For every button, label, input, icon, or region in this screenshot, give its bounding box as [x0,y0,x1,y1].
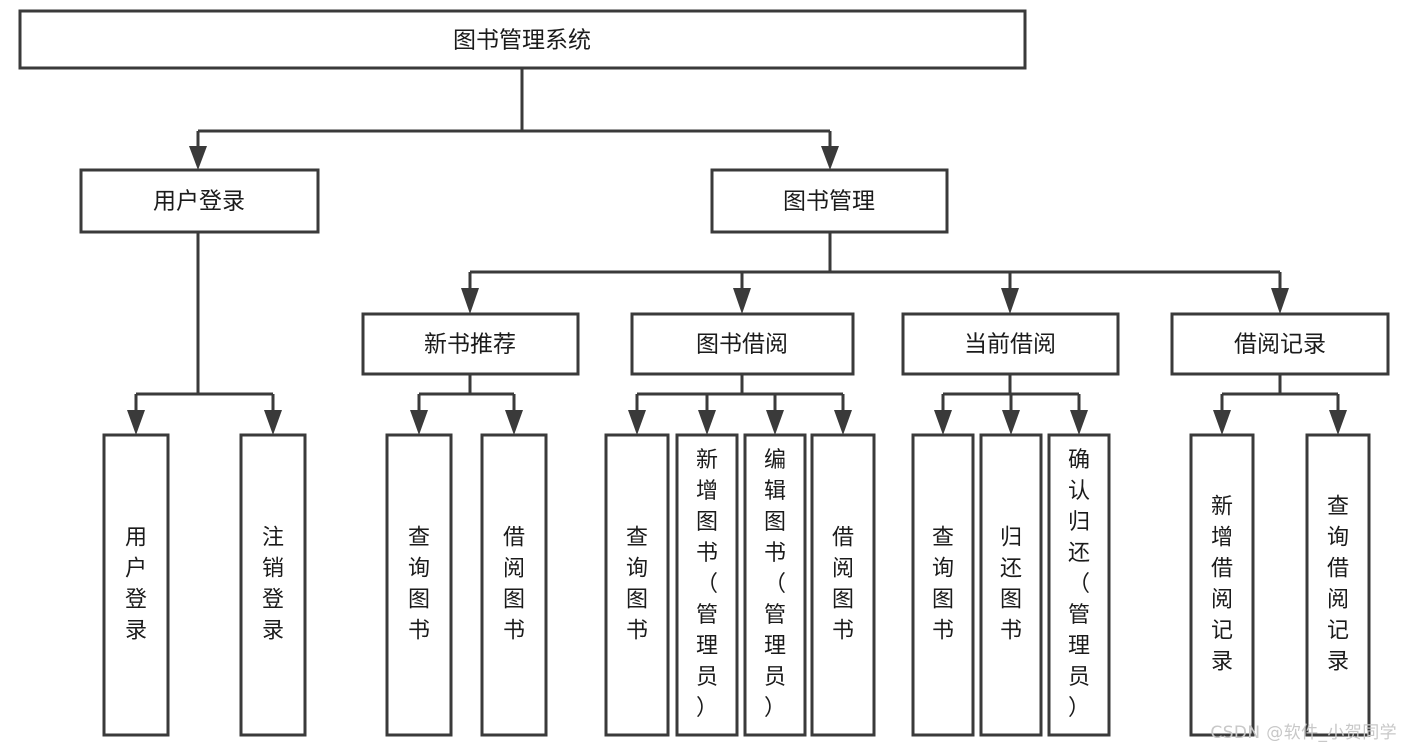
leaf-current-confirm-return[interactable]: 确认归还（管理员） [1047,433,1111,737]
node-root-label: 图书管理系统 [453,28,591,54]
leaf-record-add[interactable]: 新增借阅记录 [1189,433,1255,737]
leaf-borrow-query-book-label: 查询图书 [626,526,648,644]
node-current-borrow-label: 当前借阅 [964,332,1056,358]
node-borrow-record[interactable]: 借阅记录 [1170,312,1390,376]
connector-currentborrow-to-leaves [934,374,1088,435]
node-borrow-record-label: 借阅记录 [1234,332,1326,358]
node-new-book-recommend-label: 新书推荐 [424,332,516,358]
connector-root-to-level2 [189,68,839,170]
connector-userlogin-to-leaves [127,232,282,435]
leaf-new-book-query-label: 查询图书 [408,526,430,644]
connector-borrowbook-to-leaves [628,374,852,435]
leaf-current-return-book-label: 归还图书 [1000,526,1022,644]
leaf-record-add-label: 新增借阅记录 [1211,495,1233,675]
leaf-borrow-edit-book[interactable]: 编辑图书（管理员） [743,433,807,737]
node-user-login-label: 用户登录 [153,189,245,215]
leaf-borrow-query-book[interactable]: 查询图书 [604,433,670,737]
leaf-user-login-logout[interactable]: 注销登录 [239,433,307,737]
connector-bookmgmt-to-level3 [461,232,1289,314]
node-book-borrow-label: 图书借阅 [696,332,788,358]
leaf-user-login-login-label: 用户登录 [125,526,147,644]
leaf-borrow-borrow-book[interactable]: 借阅图书 [810,433,876,737]
csdn-watermark: CSDN @软件_小贺同学 [1210,723,1397,743]
leaf-new-book-borrow-label: 借阅图书 [503,526,525,644]
leaf-new-book-borrow[interactable]: 借阅图书 [480,433,548,737]
node-root[interactable]: 图书管理系统 [18,9,1027,70]
leaf-user-login-login[interactable]: 用户登录 [102,433,170,737]
leaf-borrow-edit-book-label: 编辑图书（管理员） [764,448,786,721]
leaf-new-book-query[interactable]: 查询图书 [385,433,453,737]
leaf-record-query[interactable]: 查询借阅记录 [1305,433,1371,737]
leaf-current-return-book[interactable]: 归还图书 [979,433,1043,737]
leaf-current-query-book-label: 查询图书 [932,526,954,644]
leaf-current-confirm-return-label: 确认归还（管理员） [1068,448,1090,721]
leaf-borrow-add-book-label: 新增图书（管理员） [696,448,718,721]
node-user-login[interactable]: 用户登录 [79,168,320,234]
leaf-borrow-add-book[interactable]: 新增图书（管理员） [675,433,739,737]
leaf-current-query-book[interactable]: 查询图书 [911,433,975,737]
node-new-book-recommend[interactable]: 新书推荐 [361,312,580,376]
node-current-borrow[interactable]: 当前借阅 [901,312,1120,376]
connector-borrowrecord-to-leaves [1213,374,1347,435]
node-book-management[interactable]: 图书管理 [710,168,949,234]
leaf-record-query-label: 查询借阅记录 [1327,495,1349,675]
leaf-borrow-borrow-book-label: 借阅图书 [832,526,854,644]
node-book-borrow[interactable]: 图书借阅 [630,312,855,376]
node-book-management-label: 图书管理 [783,189,875,215]
leaf-user-login-logout-label: 注销登录 [262,526,284,644]
connector-newbook-to-leaves [410,374,523,435]
